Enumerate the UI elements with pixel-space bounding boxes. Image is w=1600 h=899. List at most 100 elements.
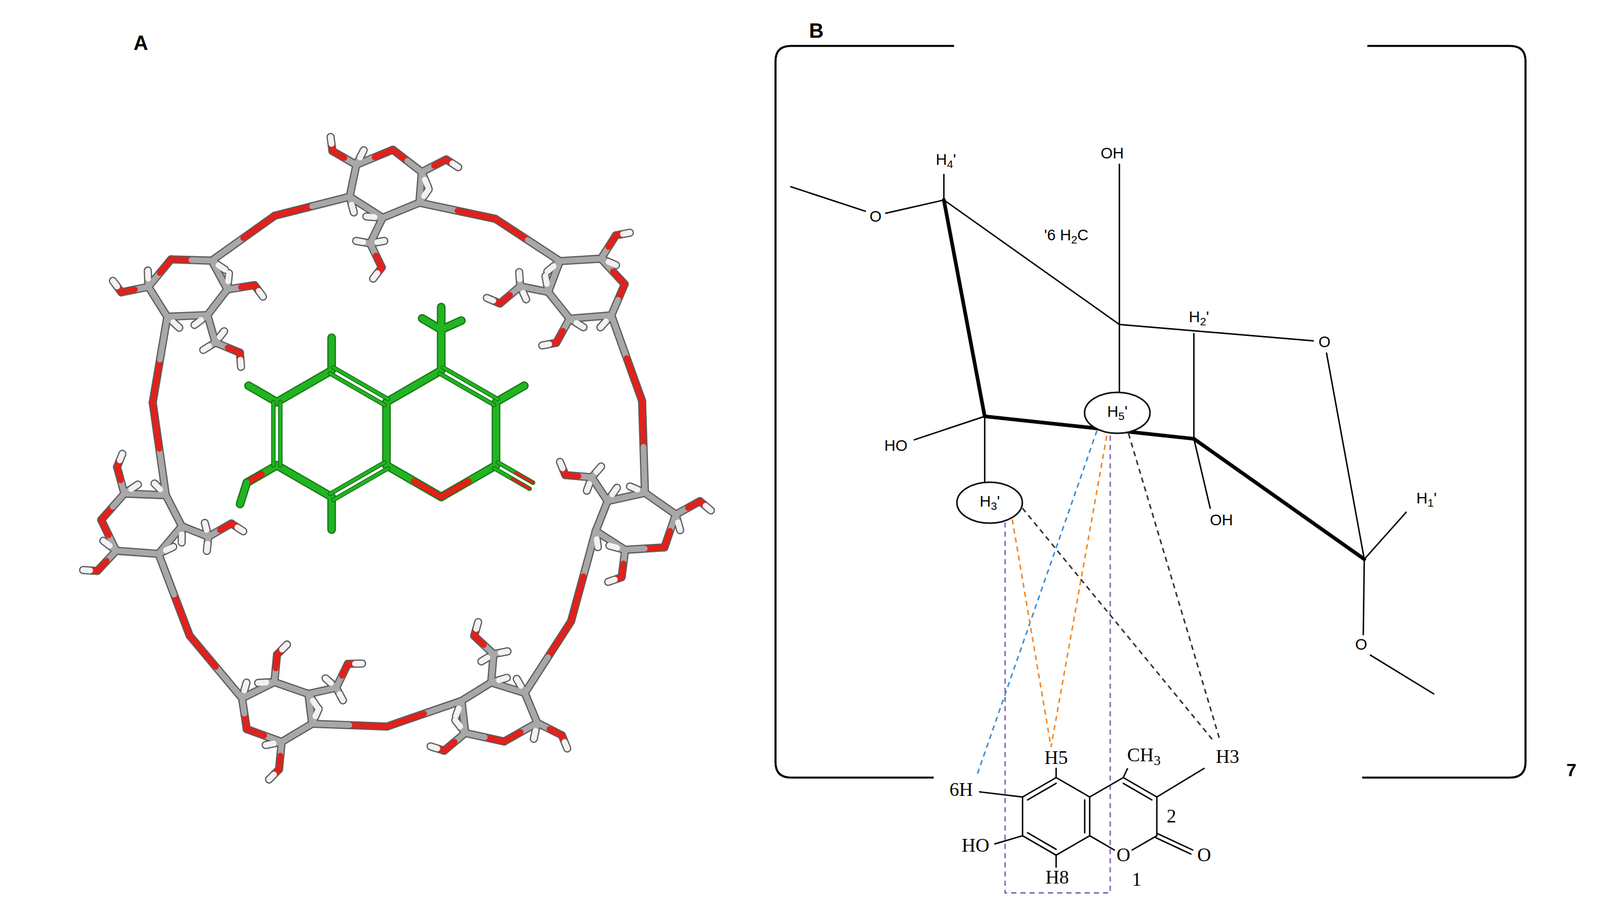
bond-outline	[444, 733, 466, 752]
atom-label: H3'	[979, 494, 1000, 513]
bond-stick	[246, 729, 265, 737]
bond-outline	[537, 723, 562, 736]
bond-outline	[440, 465, 496, 498]
bond-outline	[211, 215, 275, 262]
text-run: 2	[1200, 315, 1207, 328]
bond-stick	[131, 484, 139, 490]
bond-stick	[457, 210, 496, 219]
bond-stick	[215, 667, 243, 699]
ellipse-outline	[1084, 392, 1150, 434]
glucose-bond	[1363, 559, 1365, 636]
bond-stick	[401, 202, 420, 211]
bond-outline	[615, 232, 630, 236]
bond-stick	[339, 694, 343, 701]
bond-stick	[204, 523, 207, 531]
bond-outline	[117, 467, 125, 494]
bond-stick	[644, 547, 665, 549]
bond-stick	[366, 216, 375, 218]
bond-stick	[374, 150, 393, 158]
bond-stick	[382, 210, 402, 218]
text-run: HO	[961, 835, 990, 857]
text-run: H	[959, 779, 973, 801]
atom-label: H1'	[1415, 490, 1438, 510]
bond-stick	[642, 401, 644, 448]
coumarin-bond	[1131, 836, 1157, 851]
atom-label: O	[1115, 845, 1132, 865]
bond-outline	[121, 286, 149, 293]
bond-stick	[495, 219, 528, 241]
glucose-bond	[1118, 164, 1121, 325]
bond-outline	[372, 267, 382, 279]
text-run: 6	[949, 779, 960, 801]
bond-stick	[372, 273, 378, 280]
bond-outline	[207, 289, 228, 315]
coumarin-bond	[1084, 800, 1086, 834]
text-run: HO	[884, 437, 908, 455]
bond-outline	[607, 577, 622, 583]
bond-outline	[312, 723, 387, 727]
bond-stick	[349, 725, 387, 728]
bond-stick	[278, 402, 282, 435]
bond-stick	[330, 136, 332, 144]
bond-stick	[413, 481, 442, 498]
bond-stick	[257, 679, 266, 687]
bond-outline	[560, 462, 566, 476]
text-run: '	[1206, 308, 1210, 326]
bond-outline	[571, 531, 596, 622]
bond-stick	[360, 150, 364, 158]
bond-outline	[601, 235, 616, 260]
atom-label: H8	[1044, 868, 1070, 888]
bond-outline	[542, 343, 556, 346]
bond-outline	[239, 482, 247, 505]
bond-outline	[279, 742, 282, 771]
bond-stick	[439, 373, 468, 390]
bond-outline	[242, 682, 275, 699]
bond-outline	[382, 202, 420, 218]
noe-correlation-line	[1012, 434, 1107, 748]
coumarin-bond	[1123, 784, 1153, 801]
bond-outline	[439, 373, 495, 406]
bond-outline	[327, 497, 336, 530]
bond-stick	[265, 743, 274, 746]
bond-stick	[351, 204, 354, 213]
bond-outline	[611, 315, 643, 402]
bond-stick	[312, 701, 318, 708]
bond-stick	[239, 307, 524, 530]
bond-outline	[171, 259, 212, 261]
bond-outline	[231, 523, 244, 532]
bond-outline	[642, 401, 645, 494]
text-run: 5	[1118, 410, 1125, 423]
text-run: 1	[1131, 869, 1142, 891]
coumarin-bond	[1022, 836, 1056, 856]
bond-outline	[473, 636, 494, 655]
bond-stick	[510, 386, 525, 395]
glucose-bond	[943, 200, 1120, 325]
atom-label: HO	[960, 836, 991, 856]
bond-stick	[586, 484, 590, 491]
bond-stick	[243, 215, 275, 239]
bond-outline	[327, 337, 336, 371]
bond-stick	[178, 534, 185, 543]
bond-outline	[595, 531, 625, 550]
bond-stick	[248, 386, 263, 395]
bond-outline	[333, 468, 389, 501]
bond-stick	[328, 337, 336, 355]
bond-stick	[273, 367, 533, 500]
bond-outline	[274, 682, 309, 695]
coumarin-bond	[1056, 836, 1090, 856]
bond-outline	[675, 501, 700, 515]
bond-outline	[271, 402, 276, 466]
ellipse-outline	[956, 482, 1023, 524]
text-run: 2	[1071, 233, 1078, 246]
bond-outline	[101, 493, 125, 520]
bond-stick	[237, 527, 244, 532]
bond-stick	[377, 240, 385, 243]
bond-stick	[271, 434, 275, 466]
text-run: H	[1416, 489, 1428, 507]
bond-outline	[273, 367, 533, 500]
bond-outline	[700, 501, 712, 511]
coumarin-bond	[1156, 797, 1158, 837]
atom-label: HO	[883, 438, 910, 454]
bond-stick	[560, 260, 581, 262]
glucose-bond	[1118, 324, 1121, 393]
